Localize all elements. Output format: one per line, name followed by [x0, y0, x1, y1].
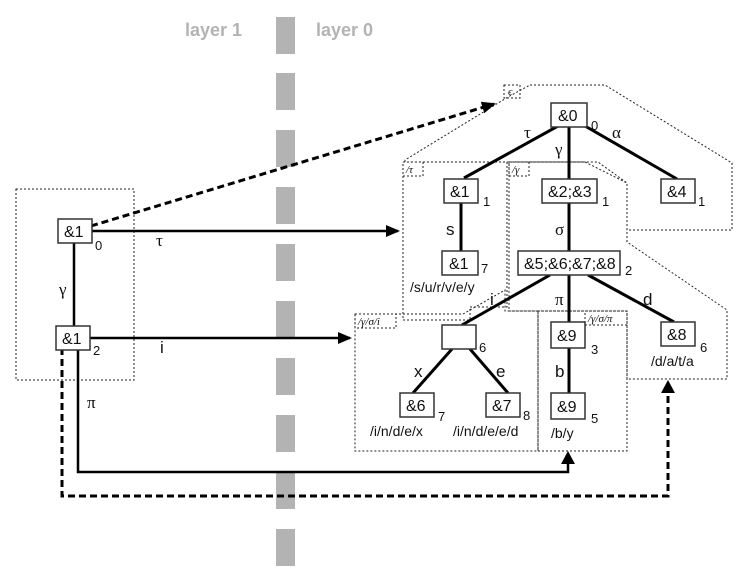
node-label: &1 — [62, 331, 82, 348]
region-gamma-sigma-i — [354, 289, 539, 452]
edge-label-i: i — [490, 290, 494, 309]
edge-label-d: d — [643, 290, 652, 309]
edge-x — [411, 348, 454, 394]
node-label: &1 — [64, 224, 84, 241]
node-index: 7 — [481, 261, 488, 276]
node-label: &0 — [558, 108, 578, 125]
region-gamma-tag-box — [508, 161, 530, 177]
node-index: 8 — [523, 408, 530, 423]
node-label: &2;&3 — [548, 184, 592, 201]
node-index: 1 — [602, 194, 609, 209]
node-1-leaf[interactable]: &1 7 /s/u/r/v/e/y — [410, 250, 488, 295]
edge-label-e: e — [496, 362, 505, 381]
layer-1-region — [15, 188, 135, 381]
region-tau-tag-box — [402, 161, 424, 177]
node-8[interactable]: &8 6 /d/a/t/a — [651, 321, 707, 369]
node-index: 1 — [483, 194, 490, 209]
edge-label-alpha: α — [612, 123, 621, 142]
edge-label-s: s — [446, 220, 455, 239]
link-label-pi: π — [87, 393, 96, 412]
node-index: 3 — [591, 342, 598, 357]
node-empty[interactable]: 6 — [441, 324, 486, 355]
edge-label-tau: τ — [524, 123, 531, 142]
layer-0-label: layer 0 — [316, 20, 373, 40]
edge-label-b: b — [555, 362, 564, 381]
node-1[interactable]: &1 1 — [443, 178, 490, 209]
node-index: 6 — [479, 340, 486, 355]
layer0-edges — [411, 124, 678, 394]
region-tau-tag: /τ — [405, 164, 414, 176]
edge-label-x: x — [414, 362, 423, 381]
link-label-i: i — [160, 338, 164, 357]
node-path: /s/u/r/v/e/y — [410, 279, 475, 295]
region-epsilon-tag: ϵ — [508, 86, 513, 98]
edge-i — [461, 273, 551, 327]
region-gamma-sigma-i-tag: /γ/σ/i — [357, 316, 380, 328]
edge-d — [587, 273, 675, 324]
edge-tau — [463, 124, 559, 180]
node-label: &4 — [667, 184, 687, 201]
region-tau — [402, 161, 508, 321]
node-5-6-7-8[interactable]: &5;&6;&7;&8 2 — [517, 250, 632, 278]
node-2-3[interactable]: &2;&3 1 — [541, 178, 609, 209]
node-label: &5;&6;&7;&8 — [524, 256, 616, 273]
node-label: &6 — [406, 398, 426, 415]
edge-alpha — [584, 124, 678, 181]
node-index: 2 — [93, 343, 100, 358]
node-layer1-child[interactable]: &1 2 — [55, 325, 100, 358]
edge-label-gamma: γ — [554, 140, 563, 159]
node-label: &8 — [667, 327, 687, 344]
region-gamma-tag: /γ — [511, 164, 520, 176]
link-pi — [76, 348, 570, 474]
node-index: 0 — [591, 118, 598, 133]
region-gamma-sigma-pi — [537, 310, 628, 452]
edge-label-gamma-layer1: γ — [58, 280, 67, 299]
link-d-dashed — [60, 348, 670, 498]
region-gamma — [508, 161, 728, 380]
node-layer1-root[interactable]: &1 0 — [57, 218, 102, 253]
region-gamma-sigma-pi-tag: /γ/σ/π — [587, 313, 613, 325]
link-pi-arrowhead — [561, 451, 575, 464]
node-index: 6 — [700, 340, 707, 355]
node-0[interactable]: &0 0 — [550, 102, 598, 133]
node-label: &1 — [449, 256, 469, 273]
node-path: /i/n/d/e/x — [370, 423, 423, 439]
node-9-a[interactable]: &9 3 — [550, 321, 598, 357]
link-epsilon-dashed — [90, 101, 496, 228]
node-index: 2 — [625, 263, 632, 278]
region-gamma-sigma-i-tag-box — [354, 313, 397, 329]
node-6[interactable]: &6 7 /i/n/d/e/x — [370, 392, 445, 439]
link-label-tau: τ — [156, 231, 163, 250]
node-4[interactable]: &4 1 — [660, 178, 705, 209]
node-label: &9 — [557, 399, 577, 416]
node-label: &1 — [450, 184, 470, 201]
region-epsilon-tag-box — [503, 84, 521, 99]
node-label: &7 — [492, 398, 512, 415]
node-label: &9 — [557, 328, 577, 345]
edge-label-pi: π — [555, 290, 564, 309]
node-path: /b/y — [551, 425, 574, 441]
node-path: /d/a/t/a — [651, 353, 694, 369]
node-index: 5 — [591, 411, 598, 426]
link-d-arrowhead — [661, 380, 675, 393]
layer-1-label: layer 1 — [185, 20, 242, 40]
region-epsilon — [404, 84, 733, 231]
edge-label-sigma: σ — [555, 220, 564, 239]
node-index: 7 — [438, 409, 445, 424]
node-9-b[interactable]: &9 5 /b/y — [550, 392, 598, 441]
edge-e — [468, 348, 510, 394]
node-index: 0 — [95, 238, 102, 253]
layer-divider — [276, 17, 295, 566]
node-7[interactable]: &7 8 /i/n/d/e/e/d — [453, 392, 530, 439]
node-index: 1 — [698, 194, 705, 209]
node-path: /i/n/d/e/e/d — [453, 423, 518, 439]
region-gamma-sigma-pi-tag-box — [584, 310, 628, 326]
